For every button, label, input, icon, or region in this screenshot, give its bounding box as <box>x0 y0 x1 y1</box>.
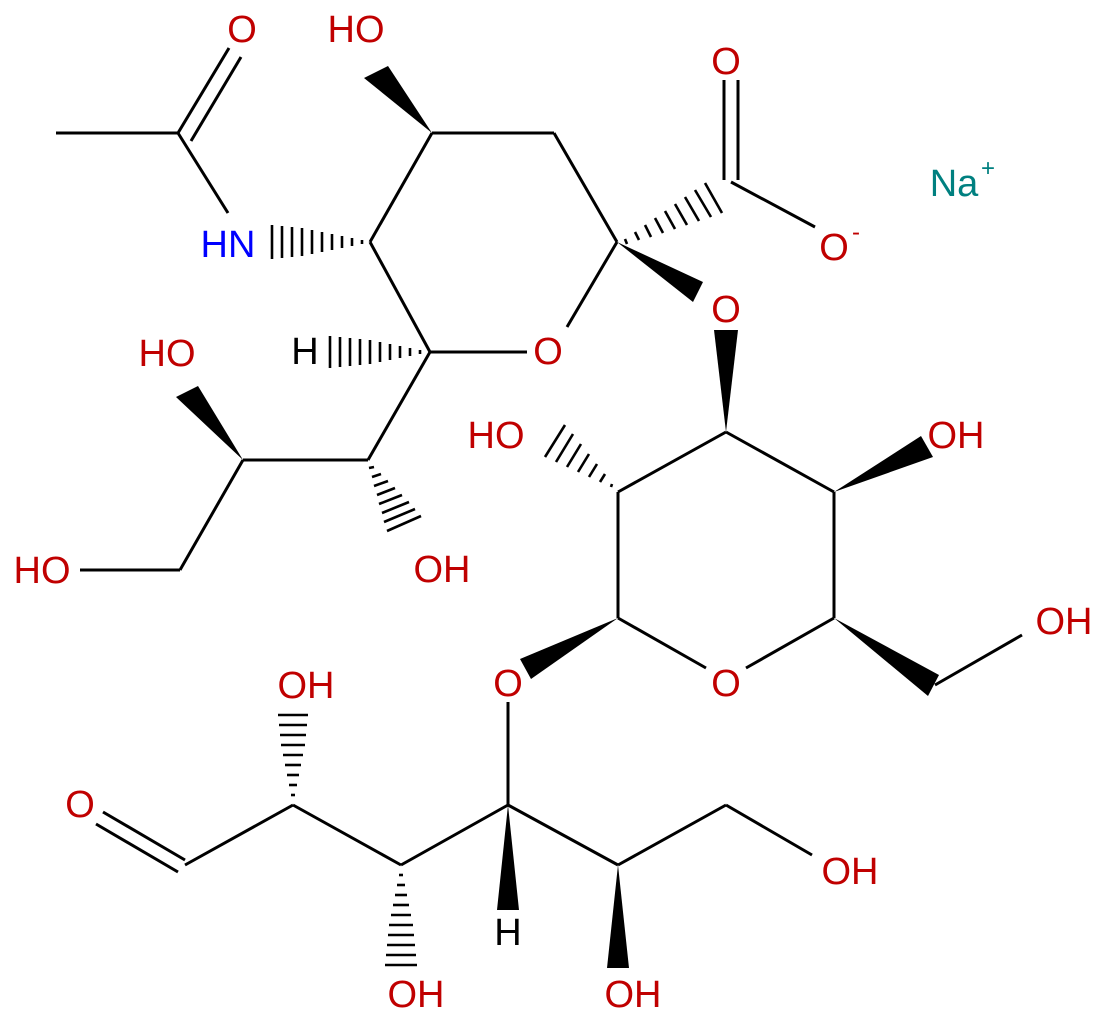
bond-gal6-oh <box>934 633 1023 687</box>
label-oh-gal4: OH <box>928 415 985 457</box>
label-oh-glc5: OH <box>605 974 662 1016</box>
label-oh-c7: OH <box>414 549 471 591</box>
bond-glc4-glc5 <box>507 803 619 867</box>
label-ho-gal2: HO <box>468 415 525 457</box>
hash-bonds <box>270 182 724 967</box>
hash-c7-oh <box>368 465 422 533</box>
bond-gal5-oring <box>745 616 835 670</box>
label-o-acetyl: O <box>227 9 257 51</box>
bond-gal3-gal4 <box>725 430 835 494</box>
label-ho-c4: HO <box>328 9 385 51</box>
label-o-ring-sialic: O <box>533 331 563 373</box>
bond-glc2-glc3 <box>292 803 402 867</box>
bonds <box>56 47 1023 874</box>
label-ho-c8: HO <box>139 333 196 375</box>
label-h-glc4: H <box>494 912 521 954</box>
wedge-gal3-olink <box>714 330 738 432</box>
label-oh-glc3: OH <box>388 974 445 1016</box>
bond-glc5-glc6 <box>617 803 727 867</box>
bond-amide-cn <box>176 132 230 214</box>
bond-c3-c2 <box>552 132 619 243</box>
hash-glc3-oh <box>385 873 417 967</box>
bond-carbonyl-a <box>176 47 231 134</box>
label-plus-sign: + <box>981 155 995 182</box>
wedge-glc5-oh <box>607 865 629 968</box>
bond-glc1-glc2 <box>184 803 294 867</box>
bond-glc3-glc4 <box>400 803 509 867</box>
bond-carbonyl-b <box>189 56 243 142</box>
label-oh-glc2: OH <box>278 665 335 707</box>
atom-labels: O HN HO O O - Na + O H HO HO OH O HO OH … <box>14 9 1093 1016</box>
label-o-link-gal-glc: O <box>493 663 523 705</box>
label-o-link-sialic-gal: O <box>711 289 741 331</box>
label-minus-sign: - <box>852 219 860 246</box>
wedge-c4-oh <box>364 66 432 133</box>
bond-c2-oring <box>565 241 619 328</box>
wedge-bonds <box>176 66 939 968</box>
label-h-c6: H <box>291 331 318 373</box>
bond-c8-c9 <box>178 459 245 571</box>
wedge-gal1-olink <box>520 618 618 679</box>
label-ho-c9: HO <box>14 550 71 592</box>
label-o-ring-gal: O <box>711 663 741 705</box>
bond-c4-c5 <box>368 132 434 243</box>
wedge-c8-oh <box>176 386 243 460</box>
bond-c6-c7 <box>366 351 432 461</box>
label-o-aldehyde: O <box>65 784 95 826</box>
wedge-glc4-h <box>497 805 519 910</box>
bond-aldehyde-a <box>102 810 186 862</box>
label-na: Na <box>930 163 979 205</box>
label-oh-gal6: OH <box>1036 601 1093 643</box>
bond-glc6-oh <box>725 803 813 857</box>
hash-c6-h <box>328 336 422 368</box>
hash-gal2-oh <box>543 424 614 488</box>
hash-c5-nh <box>270 225 364 259</box>
bond-gal2-gal3 <box>617 430 727 494</box>
hash-c2-carboxyl <box>623 182 724 245</box>
label-o-carboxyl: O <box>711 41 741 83</box>
label-oh-glc6: OH <box>822 851 879 893</box>
hash-glc2-oh <box>278 713 308 797</box>
wedge-c2-olink <box>617 242 703 302</box>
bond-aldehyde-b <box>95 822 179 874</box>
wedge-gal4-oh <box>834 436 933 492</box>
bond-cooh-single <box>730 180 816 229</box>
wedge-gal5-c6 <box>834 618 939 696</box>
bond-c5-c6 <box>368 241 432 353</box>
label-hn: HN <box>201 224 256 266</box>
bond-gal1-oring <box>617 616 707 670</box>
label-o-minus: O <box>819 227 849 269</box>
